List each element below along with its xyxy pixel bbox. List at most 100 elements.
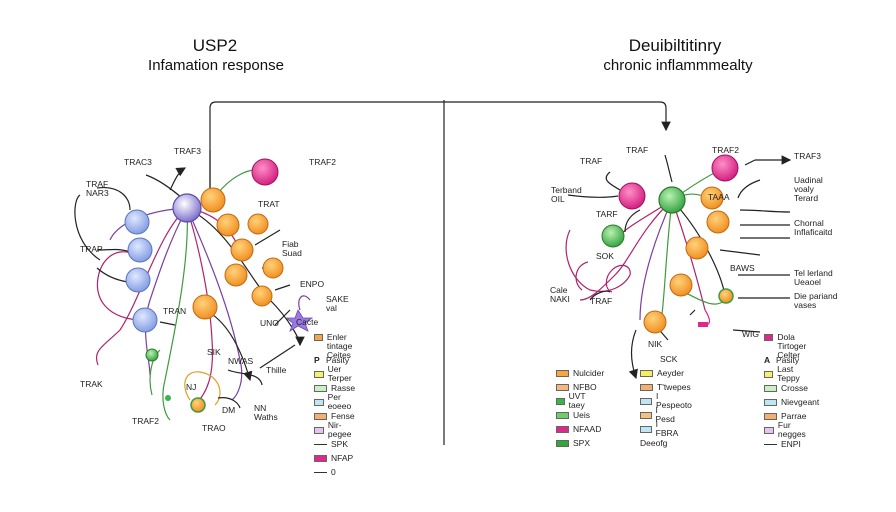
- legend-swatch: [556, 369, 569, 377]
- legend-label: ENPI: [781, 438, 801, 449]
- label-r-traf-lower: TRAF: [590, 296, 613, 306]
- legend-swatch: [640, 397, 652, 405]
- legend-label: Ueis: [573, 409, 591, 420]
- label-r-baws: BAWS: [730, 263, 755, 273]
- protein-orange-r4: [669, 273, 693, 297]
- protein-orange-l1: [200, 187, 226, 213]
- legend-item: Last Teppy: [764, 365, 804, 383]
- legend-item: ENPI: [764, 439, 801, 449]
- legend-swatch: [556, 439, 569, 447]
- legend-swatch: [764, 398, 777, 406]
- left-subtitle: Infamation response: [148, 57, 284, 74]
- legend-label: Fense: [331, 410, 355, 421]
- legend-swatch: [314, 384, 327, 392]
- label-r-traf: TRAF: [580, 156, 603, 166]
- right-subtitle: chronic inflammmealty: [603, 57, 753, 74]
- legend-swatch: [764, 334, 774, 341]
- legend-label: 0: [331, 466, 336, 477]
- legend-item: Per eoeeo: [314, 393, 355, 411]
- legend-label: Deeofg: [640, 437, 668, 448]
- legend-swatch: [314, 370, 324, 378]
- label-enpo: ENPO: [300, 279, 325, 289]
- legend-swatch: [314, 454, 327, 462]
- legend-label: Pasity: [776, 354, 800, 365]
- legend-item: SPX: [556, 438, 590, 448]
- legend-label: NFAAD: [573, 423, 602, 434]
- legend-item: Fur negges: [764, 421, 809, 439]
- legend-label: UVT taey: [568, 391, 586, 410]
- protein-orange-r3: [685, 236, 709, 260]
- legend-swatch: [640, 369, 653, 377]
- label-nn-waths: NN Waths: [254, 403, 278, 422]
- legend-swatch: [314, 426, 324, 434]
- legend-swatch: [314, 398, 324, 406]
- legend-label: Aeyder: [657, 367, 684, 378]
- label-r-traf3: TRAF3: [794, 151, 821, 161]
- legend-label: I Pespeoto: [655, 391, 692, 410]
- label-thille: Thille: [266, 365, 287, 375]
- legend-item: I Pesd: [640, 406, 676, 424]
- label-trat: TRAT: [258, 199, 280, 209]
- label-fiab: Fiab Suad: [282, 239, 302, 258]
- protein-orange-r2: [706, 210, 730, 234]
- protein-green-hub: [658, 186, 686, 214]
- protein-blue-1: [124, 209, 150, 235]
- legend-swatch: [314, 412, 327, 420]
- legend-swatch: [640, 411, 652, 419]
- label-traf2-top: TRAF2: [309, 157, 336, 167]
- label-r-terband: Terband OIL: [551, 185, 582, 204]
- legend-item: Crosse: [764, 383, 808, 393]
- legend-item: Fense: [314, 411, 355, 421]
- protein-orange-r1: [700, 186, 724, 210]
- label-traf2-bot: TRAF2: [132, 416, 159, 426]
- legend-label: Rasse: [331, 382, 356, 393]
- left-proteins: [124, 158, 314, 413]
- legend-label: Nievgeant: [781, 396, 820, 407]
- legend-swatch: [556, 425, 569, 433]
- right-title: Deuibiltitinry: [628, 36, 722, 55]
- legend-swatch: [640, 425, 652, 433]
- label-r-uadinal: Uadinal voaly Terard: [794, 175, 823, 203]
- legend-item: Nulcider: [556, 368, 604, 378]
- protein-magenta-left: [251, 158, 279, 186]
- legend-label: Last Teppy: [777, 364, 800, 383]
- legend-item: NFBO: [556, 382, 597, 392]
- legend-label: SPX: [573, 437, 591, 448]
- label-cacte: Cacte: [296, 317, 319, 327]
- legend-header-mark: A: [764, 355, 771, 365]
- legend-label: I Pesd: [655, 405, 675, 424]
- legend-label: NFAP: [331, 452, 354, 463]
- label-sake: SAKE val: [326, 294, 349, 313]
- legend-label: Pasity: [326, 354, 350, 365]
- legend-item: I Pespeoto: [640, 392, 693, 410]
- right-proteins: [601, 154, 739, 334]
- legend-item: Enler tintage Ceites: [314, 333, 357, 360]
- legend-item: Ueis: [556, 410, 590, 420]
- legend-label: T'twepes: [657, 381, 691, 392]
- legend-item: SPK: [314, 439, 348, 449]
- protein-green-left: [145, 348, 159, 362]
- legend-item: A Pasity: [764, 355, 799, 365]
- legend-item: Parrae: [764, 411, 807, 421]
- legend-label: Per eoeeo: [327, 392, 352, 411]
- legend-item: NFAAD: [556, 424, 601, 434]
- legend-line-marker: [314, 443, 327, 445]
- label-trao: TRAO: [202, 423, 226, 433]
- legend-label: NFBO: [573, 381, 597, 392]
- label-r-die-pariand: Die pariand vases: [794, 291, 838, 310]
- legend-item: Deeofg: [640, 438, 667, 448]
- legend-item: Nievgeant: [764, 397, 819, 407]
- legend-line-marker: [764, 443, 777, 445]
- label-r-chornal: Chornal Inflaficaitd: [794, 218, 833, 237]
- protein-magenta-bar: [698, 322, 708, 327]
- protein-blue-4: [132, 307, 158, 333]
- label-r-tarf: TARF: [596, 209, 618, 219]
- legend-label: I FBRA: [655, 419, 679, 438]
- legend-item: NFAP: [314, 453, 353, 463]
- legend-swatch: [314, 334, 323, 341]
- protein-usp2-hub: [172, 193, 202, 223]
- protein-green-r2: [601, 224, 625, 248]
- legend-swatch: [556, 411, 569, 419]
